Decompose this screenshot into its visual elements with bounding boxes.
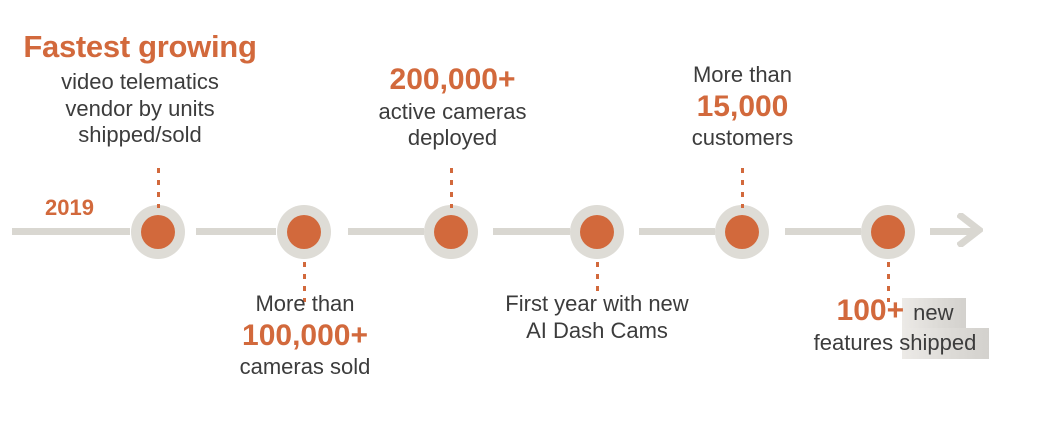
callout-5-line-3: customers (691, 125, 794, 151)
connector-node-1 (157, 168, 160, 208)
timeline-node-1[interactable] (131, 205, 185, 259)
callout-customers: More than 15,000 customers (645, 62, 840, 152)
callout-6-metric: 100+ (836, 294, 905, 327)
callout-ai-dash-cams: First year with new AI Dash Cams (467, 291, 727, 345)
track-segment (493, 228, 570, 235)
callout-1-line-4: shipped/sold (78, 122, 202, 148)
node-core (871, 215, 905, 249)
callout-2-metric: 100,000+ (242, 318, 368, 352)
track-segment (196, 228, 276, 235)
callout-3-metric: 200,000+ (389, 63, 516, 96)
timeline-node-3[interactable] (424, 205, 478, 259)
callout-5-line-1: More than (692, 62, 793, 87)
timeline-node-6[interactable] (861, 205, 915, 259)
node-core (580, 215, 614, 249)
callout-2-line-1: More than (255, 291, 355, 316)
track-segment (639, 228, 715, 235)
track-segment (348, 228, 424, 235)
callout-5-metric: 15,000 (696, 89, 789, 123)
callout-fastest-growing: Fastest growing video telematics vendor … (0, 28, 320, 149)
node-core (434, 215, 468, 249)
timeline-node-5[interactable] (715, 205, 769, 259)
arrow-right-icon (957, 213, 983, 247)
callout-3-line-2: active cameras (378, 98, 527, 124)
connector-node-5 (741, 168, 744, 208)
track-segment (785, 228, 861, 235)
node-core (725, 215, 759, 249)
connector-node-6 (887, 262, 890, 302)
callout-1-line-3: vendor by units (65, 95, 215, 121)
node-core (287, 215, 321, 249)
callout-4-line-2: AI Dash Cams (526, 317, 668, 343)
callout-4-line-1: First year with new (505, 291, 689, 316)
text-highlight-rect (902, 298, 966, 328)
callout-cameras-sold: More than 100,000+ cameras sold (175, 291, 435, 381)
callout-6-word: new (913, 300, 954, 325)
timeline-node-2[interactable] (277, 205, 331, 259)
callout-6-line-2: features shipped (813, 329, 977, 355)
node-core (141, 215, 175, 249)
connector-node-3 (450, 168, 453, 208)
track-segment (930, 228, 978, 235)
callout-1-line-2: video telematics (61, 68, 219, 94)
timeline-start-year: 2019 (45, 195, 94, 220)
callout-features-shipped: 100+ new features shipped (770, 293, 1020, 356)
callout-3-line-3: deployed (407, 125, 498, 151)
track-segment (12, 228, 130, 235)
connector-node-4 (596, 262, 599, 298)
connector-node-2 (303, 262, 306, 302)
text-highlight-rect (902, 328, 989, 359)
callout-6-line-1: 100+ new (770, 293, 1020, 330)
timeline-node-4[interactable] (570, 205, 624, 259)
callout-1-headline: Fastest growing (23, 29, 257, 64)
callout-active-cameras: 200,000+ active cameras deployed (330, 62, 575, 152)
callout-2-line-3: cameras sold (239, 354, 371, 380)
